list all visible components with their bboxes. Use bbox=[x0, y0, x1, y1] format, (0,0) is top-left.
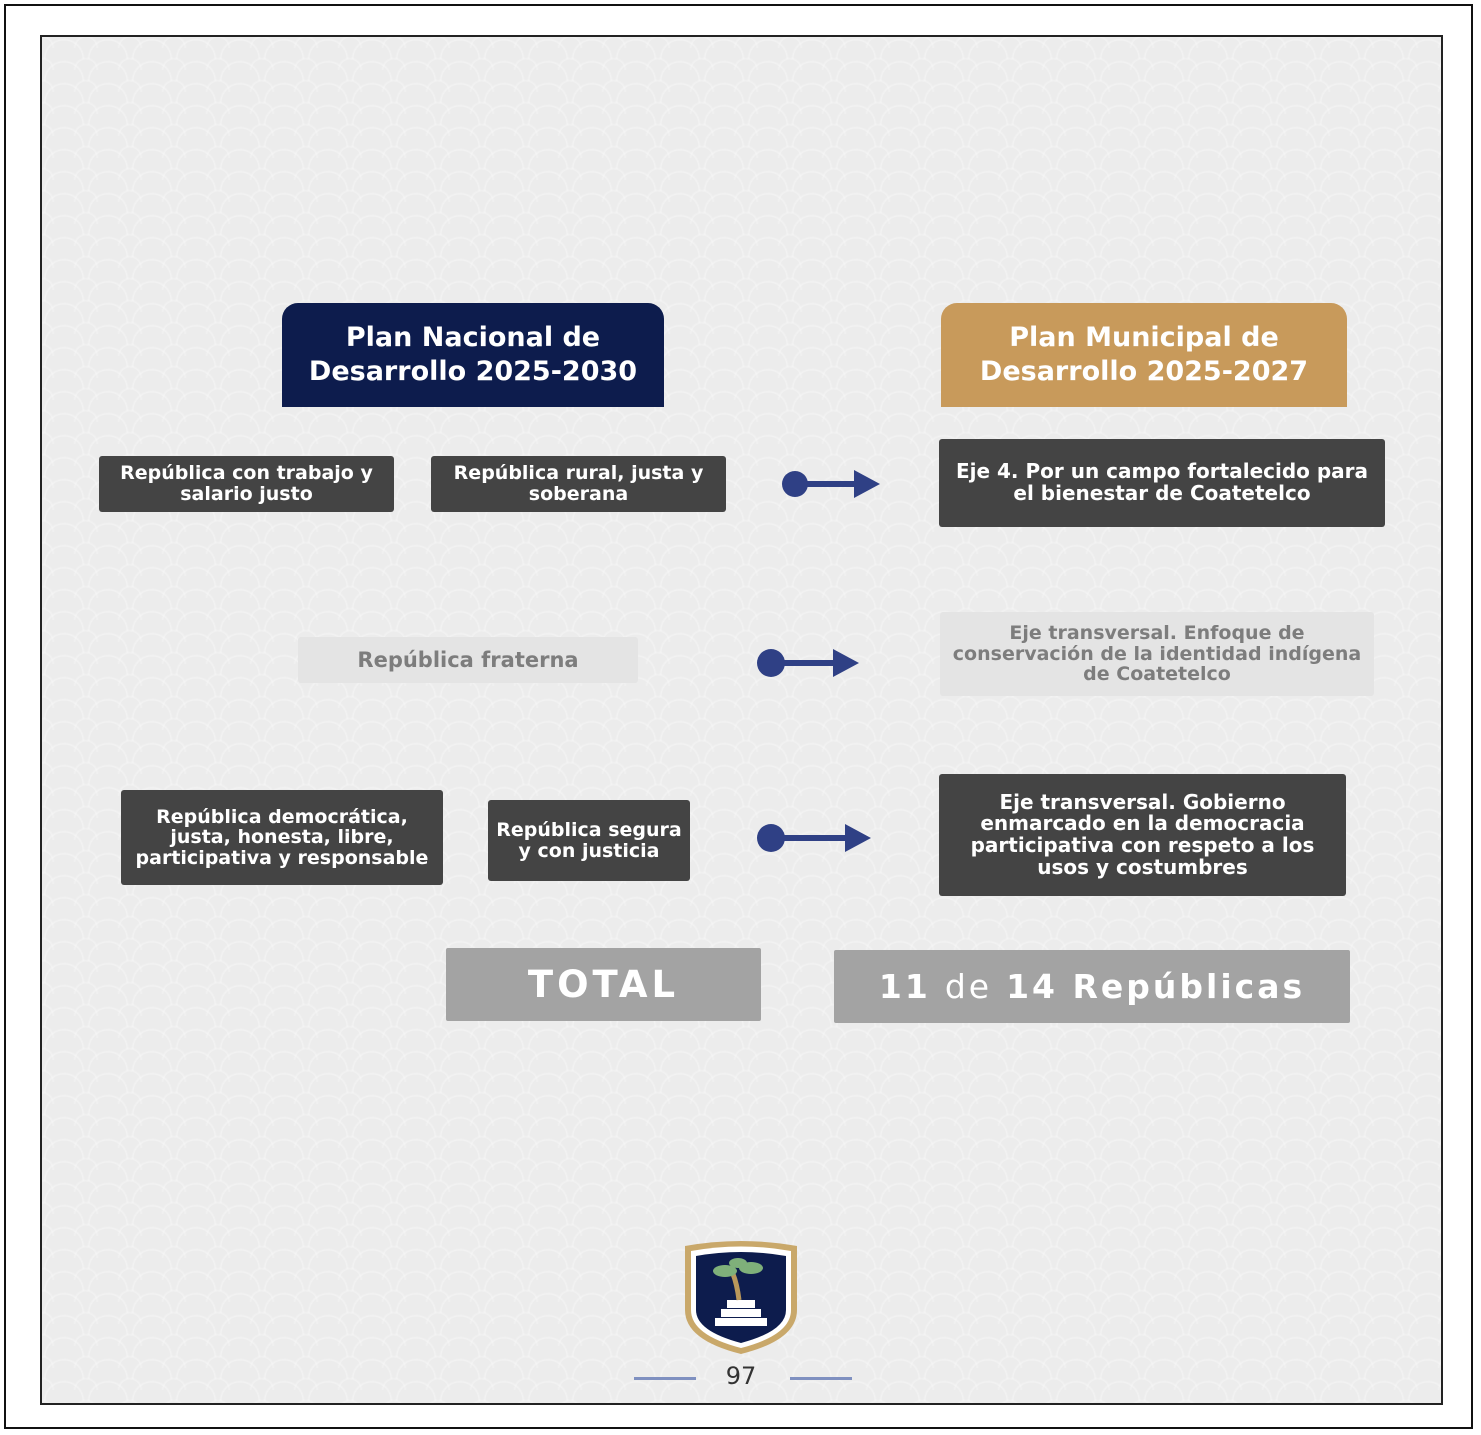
municipal-plan-title: Plan Municipal de Desarrollo 2025-2027 bbox=[979, 322, 1309, 387]
municipal-box-eje4-label: Eje 4. Por un campo fortalecido para el … bbox=[955, 459, 1369, 505]
total-of: 14 Repúblicas bbox=[1006, 966, 1306, 1006]
national-box-fraterna-label: República fraterna bbox=[357, 647, 579, 672]
national-box-democratica: República democrática, justa, honesta, l… bbox=[121, 790, 443, 885]
total-count: 11 bbox=[878, 966, 931, 1006]
document-page bbox=[40, 35, 1443, 1405]
national-box-rural-label: República rural, justa y soberana bbox=[453, 462, 704, 505]
municipal-shield-logo bbox=[685, 1241, 797, 1354]
municipal-box-identidad-label: Eje transversal. Enfoque de conservación… bbox=[952, 622, 1362, 686]
total-label: TOTAL bbox=[527, 962, 680, 1006]
national-plan-title: Plan Nacional de Desarrollo 2025-2030 bbox=[308, 322, 638, 387]
national-box-segura-label: República segura y con justicia bbox=[496, 818, 682, 862]
national-box-trabajo: República con trabajo y salario justo bbox=[99, 456, 394, 512]
municipal-box-democracia: Eje transversal. Gobierno enmarcado en l… bbox=[939, 774, 1346, 896]
total-value-box: 11 de 14 Repúblicas bbox=[834, 950, 1350, 1023]
municipal-box-democracia-label: Eje transversal. Gobierno enmarcado en l… bbox=[970, 789, 1315, 879]
municipal-box-eje4: Eje 4. Por un campo fortalecido para el … bbox=[939, 439, 1385, 527]
national-box-rural: República rural, justa y soberana bbox=[431, 456, 726, 512]
municipal-plan-header: Plan Municipal de Desarrollo 2025-2027 bbox=[941, 303, 1347, 407]
total-label-box: TOTAL bbox=[446, 948, 761, 1021]
national-box-trabajo-label: República con trabajo y salario justo bbox=[120, 462, 373, 505]
total-connector: de bbox=[944, 966, 993, 1006]
arrow-right-icon bbox=[757, 824, 871, 852]
national-plan-header: Plan Nacional de Desarrollo 2025-2030 bbox=[282, 303, 664, 407]
arrow-right-icon bbox=[782, 470, 880, 498]
national-box-democratica-label: República democrática, justa, honesta, l… bbox=[135, 805, 429, 869]
national-box-segura: República segura y con justicia bbox=[488, 800, 690, 881]
footer-rule-right bbox=[790, 1377, 852, 1380]
arrow-right-icon bbox=[757, 649, 859, 677]
footer-rule-left bbox=[634, 1377, 696, 1380]
national-box-fraterna: República fraterna bbox=[298, 637, 638, 683]
municipal-box-identidad: Eje transversal. Enfoque de conservación… bbox=[940, 612, 1374, 696]
page-number: 97 bbox=[725, 1362, 757, 1390]
